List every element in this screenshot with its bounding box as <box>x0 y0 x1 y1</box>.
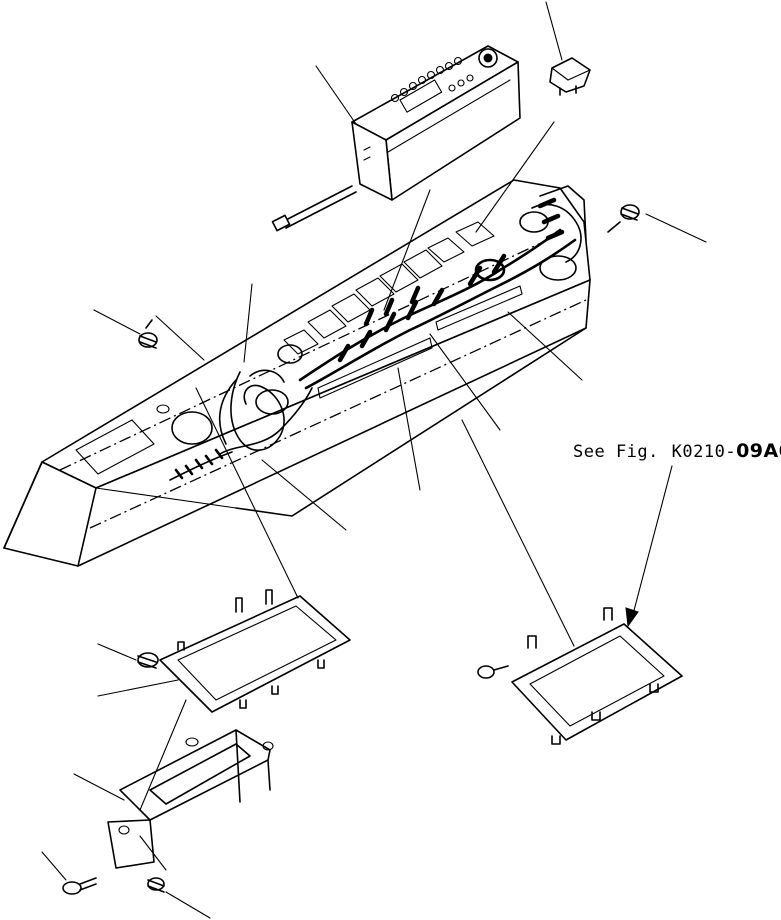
bracket-left <box>107 729 274 869</box>
reference-suffix: 09A0 <box>736 440 781 462</box>
console-panel <box>3 179 591 567</box>
svg-text:See Fig. K0210-09A0: See Fig. K0210-09A0 <box>573 440 781 462</box>
bolt-bottom-left-3 <box>147 877 165 893</box>
bolt-right-upper <box>607 204 640 233</box>
bolt-bottom-right <box>477 665 509 679</box>
bolt-bottom-left-1 <box>137 652 159 669</box>
reference-prefix: See Fig. <box>573 442 659 462</box>
radio-unit <box>271 45 521 232</box>
wiring-harness <box>169 185 587 481</box>
bolt-left-upper <box>138 319 158 349</box>
reference-code: K0210- <box>672 442 736 462</box>
switch-cap <box>549 57 591 96</box>
bolt-bottom-left-2 <box>62 877 97 895</box>
gasket-plate-left <box>159 589 351 713</box>
figure-reference: See Fig. K0210-09A0 <box>573 440 781 462</box>
radio-buttons <box>390 56 474 103</box>
leader-lines <box>41 1 707 919</box>
gasket-plate-right <box>511 607 683 745</box>
